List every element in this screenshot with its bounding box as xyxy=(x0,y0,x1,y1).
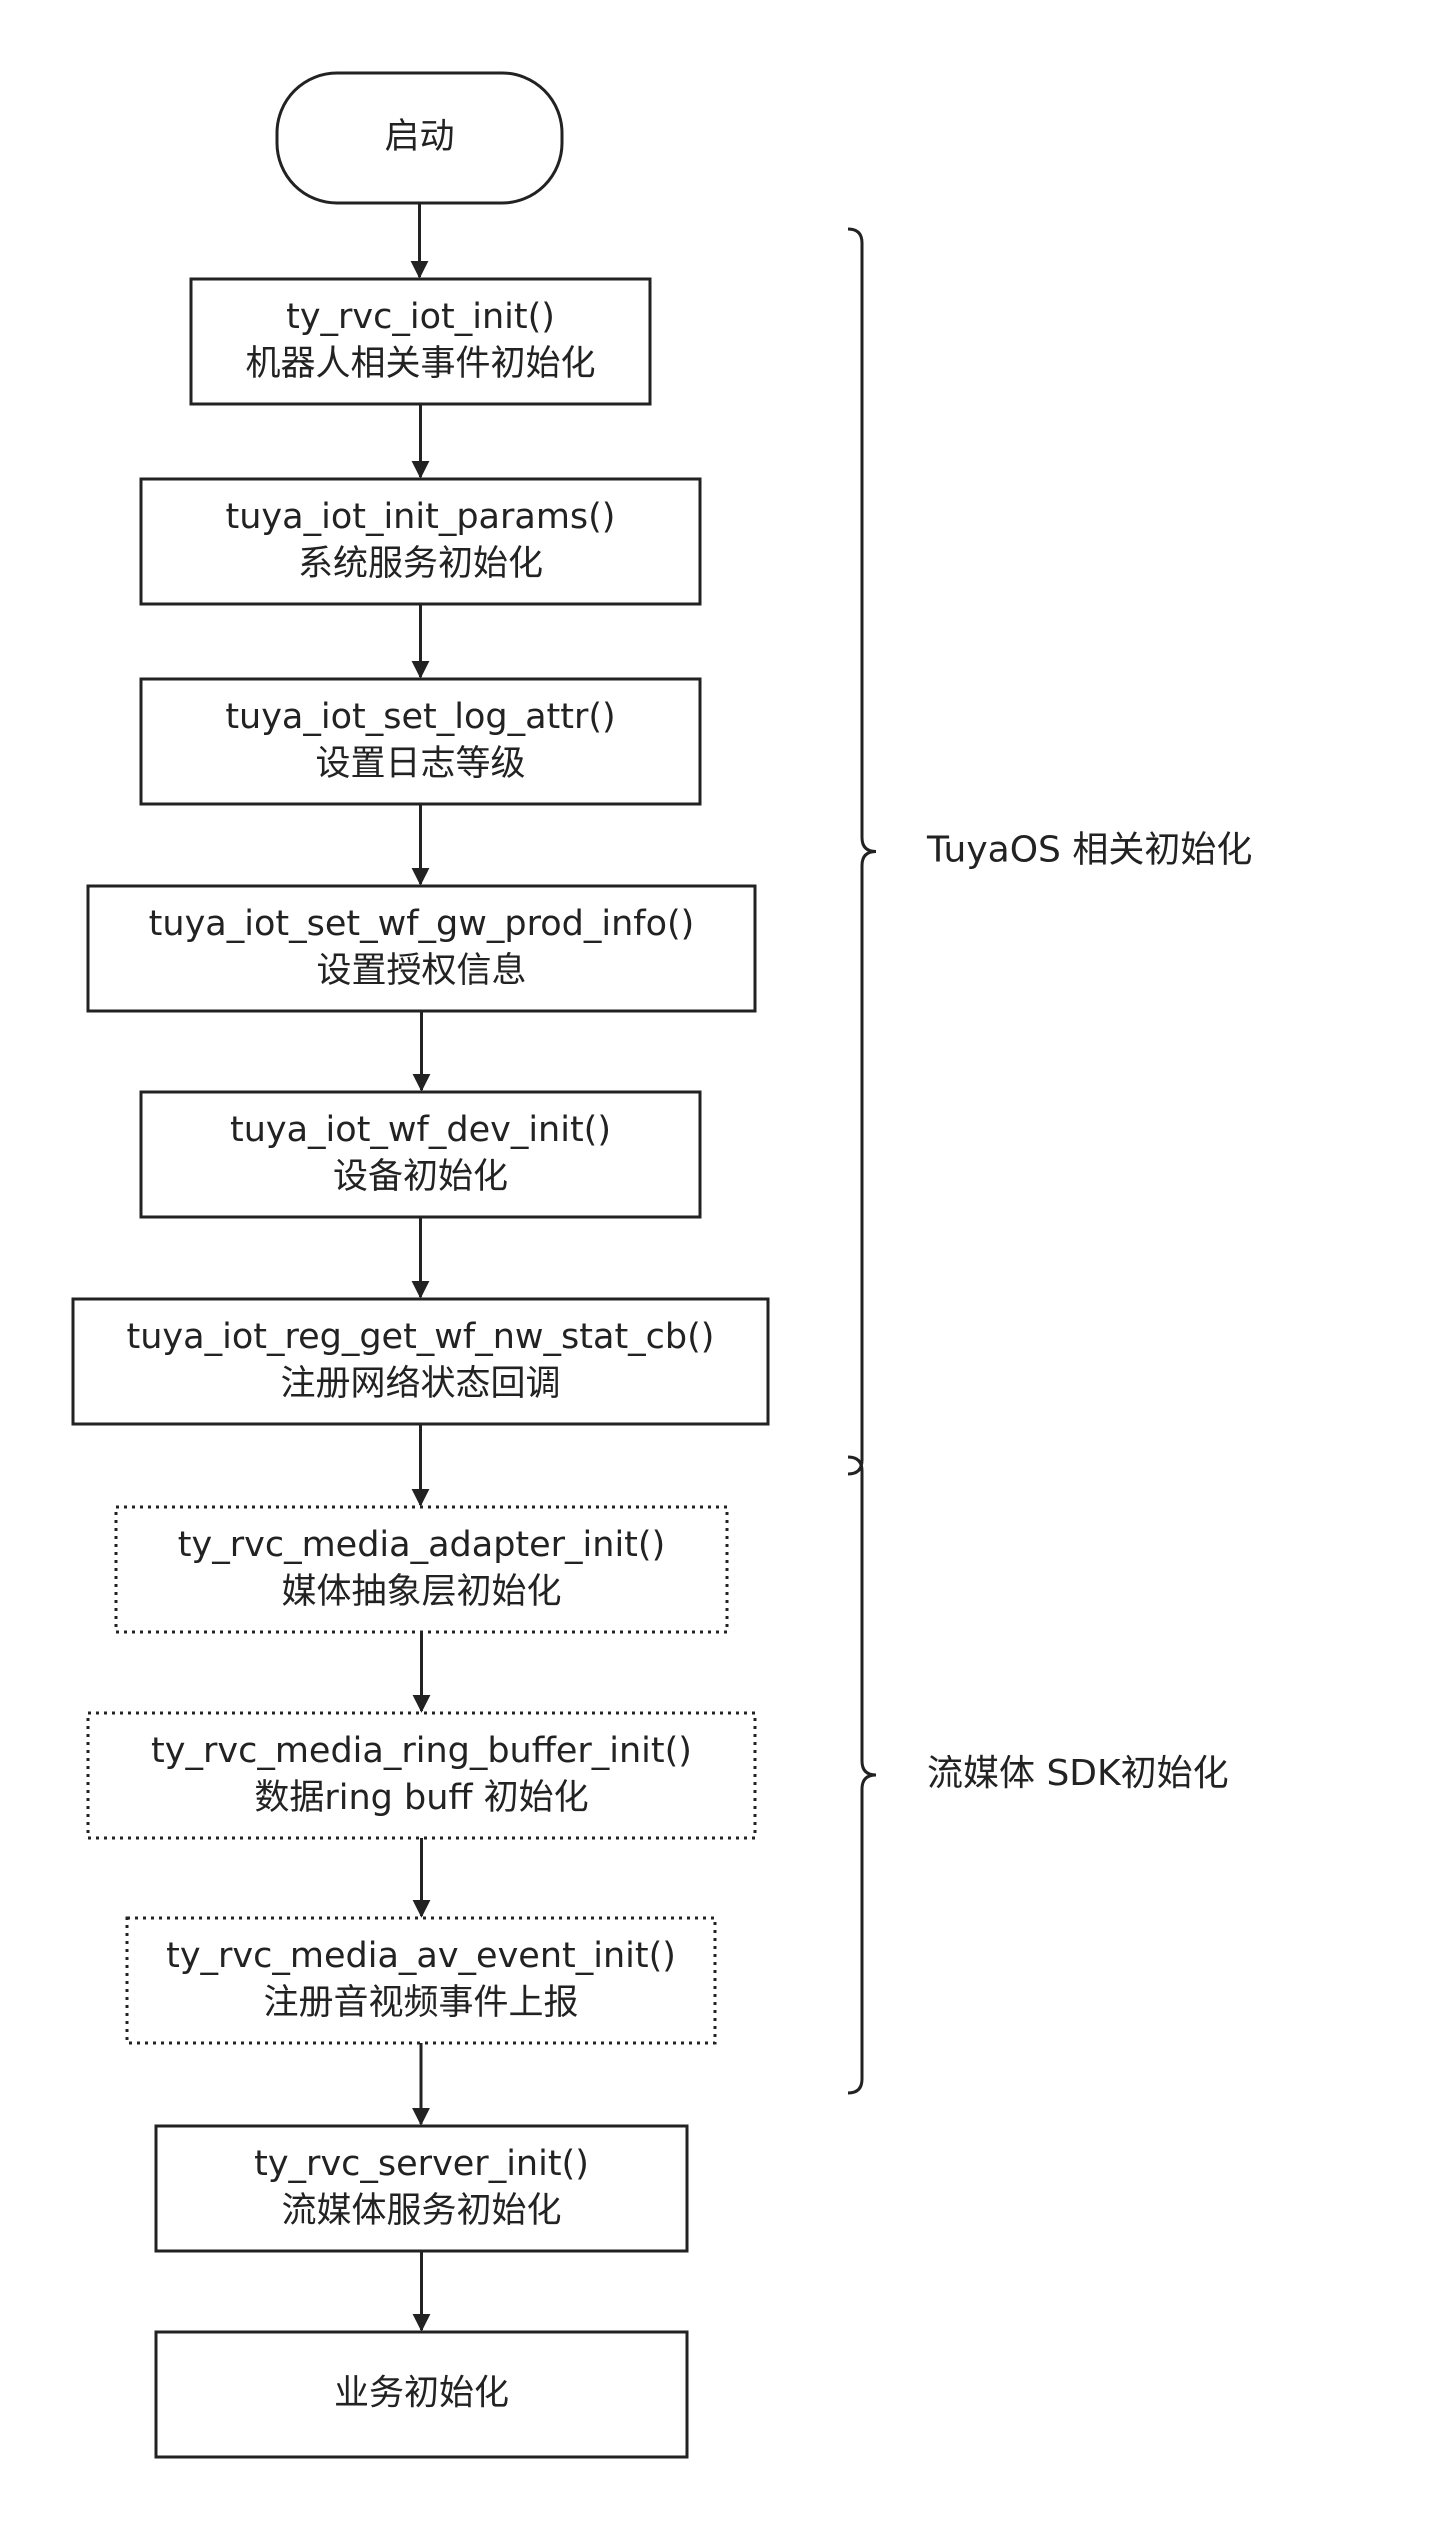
node-reg-nw-stat-cb-shape xyxy=(71,1297,770,1426)
node-set-prod-info-line-1: tuya_iot_set_wf_gw_prod_info() xyxy=(149,904,695,944)
node-av-event-init-line-2: 注册音视频事件上报 xyxy=(263,1983,578,2023)
media-sdk-group-brace xyxy=(847,1455,877,2095)
node-server-init-line-2: 流媒体服务初始化 xyxy=(281,2191,561,2231)
node-server-init-line-1: ty_rvc_server_init() xyxy=(254,2144,589,2184)
tuyaos-group-brace xyxy=(847,227,877,1476)
node-media-adapter-init-shape xyxy=(114,1505,729,1634)
node-ring-buffer-init-line-1: ty_rvc_media_ring_buffer_init() xyxy=(151,1731,692,1771)
node-av-event-init-line-1: ty_rvc_media_av_event_init() xyxy=(166,1936,676,1976)
node-rvc-iot-init: ty_rvc_iot_init() 机器人相关事件初始化 xyxy=(189,277,652,406)
node-set-log-attr-shape xyxy=(139,677,702,806)
node-set-prod-info-shape xyxy=(86,884,757,1013)
node-start: 启动 xyxy=(275,71,564,205)
node-start-line-1: 启动 xyxy=(384,117,454,157)
edges-layer xyxy=(410,203,431,2332)
node-set-log-attr: tuya_iot_set_log_attr() 设置日志等级 xyxy=(139,677,702,806)
node-rvc-iot-init-line-1: ty_rvc_iot_init() xyxy=(286,297,555,337)
node-rvc-iot-init-shape xyxy=(189,277,652,406)
node-av-event-init: ty_rvc_media_av_event_init() 注册音视频事件上报 xyxy=(125,1916,717,2045)
node-reg-nw-stat-cb-line-1: tuya_iot_reg_get_wf_nw_stat_cb() xyxy=(127,1317,715,1357)
node-reg-nw-stat-cb-line-2: 注册网络状态回调 xyxy=(280,1364,560,1404)
node-business-init: 业务初始化 xyxy=(154,2330,689,2459)
node-set-log-attr-line-1: tuya_iot_set_log_attr() xyxy=(225,697,615,737)
node-wf-dev-init: tuya_iot_wf_dev_init() 设备初始化 xyxy=(139,1090,702,1219)
node-reg-nw-stat-cb: tuya_iot_reg_get_wf_nw_stat_cb() 注册网络状态回调 xyxy=(71,1297,770,1426)
node-media-adapter-init-line-2: 媒体抽象层初始化 xyxy=(281,1572,561,1612)
nodes-layer: 启动 ty_rvc_iot_init() 机器人相关事件初始化 tuya_iot_in… xyxy=(71,71,770,2459)
node-set-prod-info-line-2: 设置授权信息 xyxy=(316,951,526,991)
node-av-event-init-shape xyxy=(125,1916,717,2045)
node-set-log-attr-line-2: 设置日志等级 xyxy=(315,744,525,784)
node-iot-init-params: tuya_iot_init_params() 系统服务初始化 xyxy=(139,477,702,606)
node-wf-dev-init-shape xyxy=(139,1090,702,1219)
tuyaos-group-label: TuyaOS 相关初始化 xyxy=(926,830,1252,871)
media-sdk-group-label: 流媒体 SDK初始化 xyxy=(927,1753,1229,1794)
tuyaos-group: TuyaOS 相关初始化 xyxy=(847,227,1252,1476)
node-server-init-shape xyxy=(154,2124,689,2253)
node-business-init-shape xyxy=(154,2330,689,2459)
node-ring-buffer-init-line-2: 数据ring buff 初始化 xyxy=(254,1778,588,1818)
node-start-shape xyxy=(275,71,564,205)
node-wf-dev-init-line-2: 设备初始化 xyxy=(333,1157,508,1197)
node-rvc-iot-init-line-2: 机器人相关事件初始化 xyxy=(245,344,595,384)
node-media-adapter-init: ty_rvc_media_adapter_init() 媒体抽象层初始化 xyxy=(114,1505,729,1634)
node-set-prod-info: tuya_iot_set_wf_gw_prod_info() 设置授权信息 xyxy=(86,884,757,1013)
node-wf-dev-init-line-1: tuya_iot_wf_dev_init() xyxy=(230,1110,611,1150)
media-sdk-group: 流媒体 SDK初始化 xyxy=(847,1455,1229,2095)
node-iot-init-params-line-1: tuya_iot_init_params() xyxy=(226,497,616,537)
node-media-adapter-init-line-1: ty_rvc_media_adapter_init() xyxy=(178,1525,665,1565)
node-iot-init-params-line-2: 系统服务初始化 xyxy=(298,544,543,584)
node-server-init: ty_rvc_server_init() 流媒体服务初始化 xyxy=(154,2124,689,2253)
node-ring-buffer-init: ty_rvc_media_ring_buffer_init() 数据ring bu… xyxy=(86,1711,757,1840)
node-ring-buffer-init-shape xyxy=(86,1711,757,1840)
node-business-init-line-1: 业务初始化 xyxy=(334,2374,509,2414)
node-iot-init-params-shape xyxy=(139,477,702,606)
